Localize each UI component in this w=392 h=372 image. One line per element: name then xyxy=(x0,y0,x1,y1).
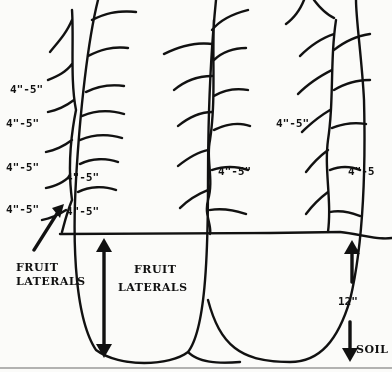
right-cane-inner xyxy=(188,352,240,363)
lateral-branch xyxy=(212,10,248,30)
lateral-branch xyxy=(86,85,124,92)
lateral-branch xyxy=(214,89,248,96)
spacing-label: 4"-5" xyxy=(66,206,99,217)
lateral-branch xyxy=(214,48,246,60)
lateral-branch xyxy=(330,211,360,216)
fruit-laterals-label-left-line2: LATERALS xyxy=(16,276,86,287)
lateral-branch xyxy=(178,112,212,126)
center-arrowhead-up xyxy=(96,238,112,252)
lateral-branch xyxy=(48,64,72,80)
lateral-branch xyxy=(48,100,74,112)
lateral-branch xyxy=(314,0,334,18)
soil-label: SOIL xyxy=(356,344,388,355)
fruit-laterals-label-center-line1: FRUIT xyxy=(134,264,176,275)
lateral-branch xyxy=(50,20,72,52)
spacing-label: 4"-5" xyxy=(6,204,39,215)
lateral-branch xyxy=(334,80,370,90)
lateral-branch xyxy=(164,43,212,54)
trellis-wire xyxy=(60,232,392,238)
lateral-branch xyxy=(214,124,250,130)
lateral-branch xyxy=(306,192,328,214)
lateral-branch xyxy=(306,150,328,172)
lateral-branch xyxy=(210,209,246,214)
lateral-branch xyxy=(88,47,128,56)
lateral-branch xyxy=(174,76,212,90)
lateral-branch xyxy=(334,34,370,50)
lateral-branch xyxy=(80,159,118,164)
lateral-branch xyxy=(286,0,304,24)
lateral-branch xyxy=(80,135,122,140)
fruit-laterals-label-center-line2: LATERALS xyxy=(118,282,188,293)
lateral-branch xyxy=(332,123,366,128)
lateral-branch xyxy=(92,11,136,20)
height-arrowhead-up xyxy=(344,240,360,254)
lateral-1 xyxy=(62,10,76,232)
spacing-label: 4"-5" xyxy=(6,162,39,173)
spacing-label: 4"-5" xyxy=(218,166,251,177)
spacing-label: 4"-5" xyxy=(6,118,39,129)
spacing-label: 4"-5" xyxy=(10,84,43,95)
lateral-branch xyxy=(46,140,72,152)
fruit-laterals-label-left-line1: FRUIT xyxy=(16,262,58,273)
spacing-label: 4"-5" xyxy=(276,118,309,129)
lateral-branch xyxy=(178,150,208,166)
height-label: 12" xyxy=(338,296,358,307)
lateral-branch xyxy=(298,70,332,94)
spacing-label: 4"-5 xyxy=(348,166,375,177)
lateral-branch xyxy=(82,111,124,116)
spacing-label: 4"-5" xyxy=(66,172,99,183)
lateral-branch xyxy=(300,34,334,56)
left-label-arrow xyxy=(34,212,58,250)
lateral-branch xyxy=(180,190,208,208)
lateral-branch xyxy=(78,187,116,192)
